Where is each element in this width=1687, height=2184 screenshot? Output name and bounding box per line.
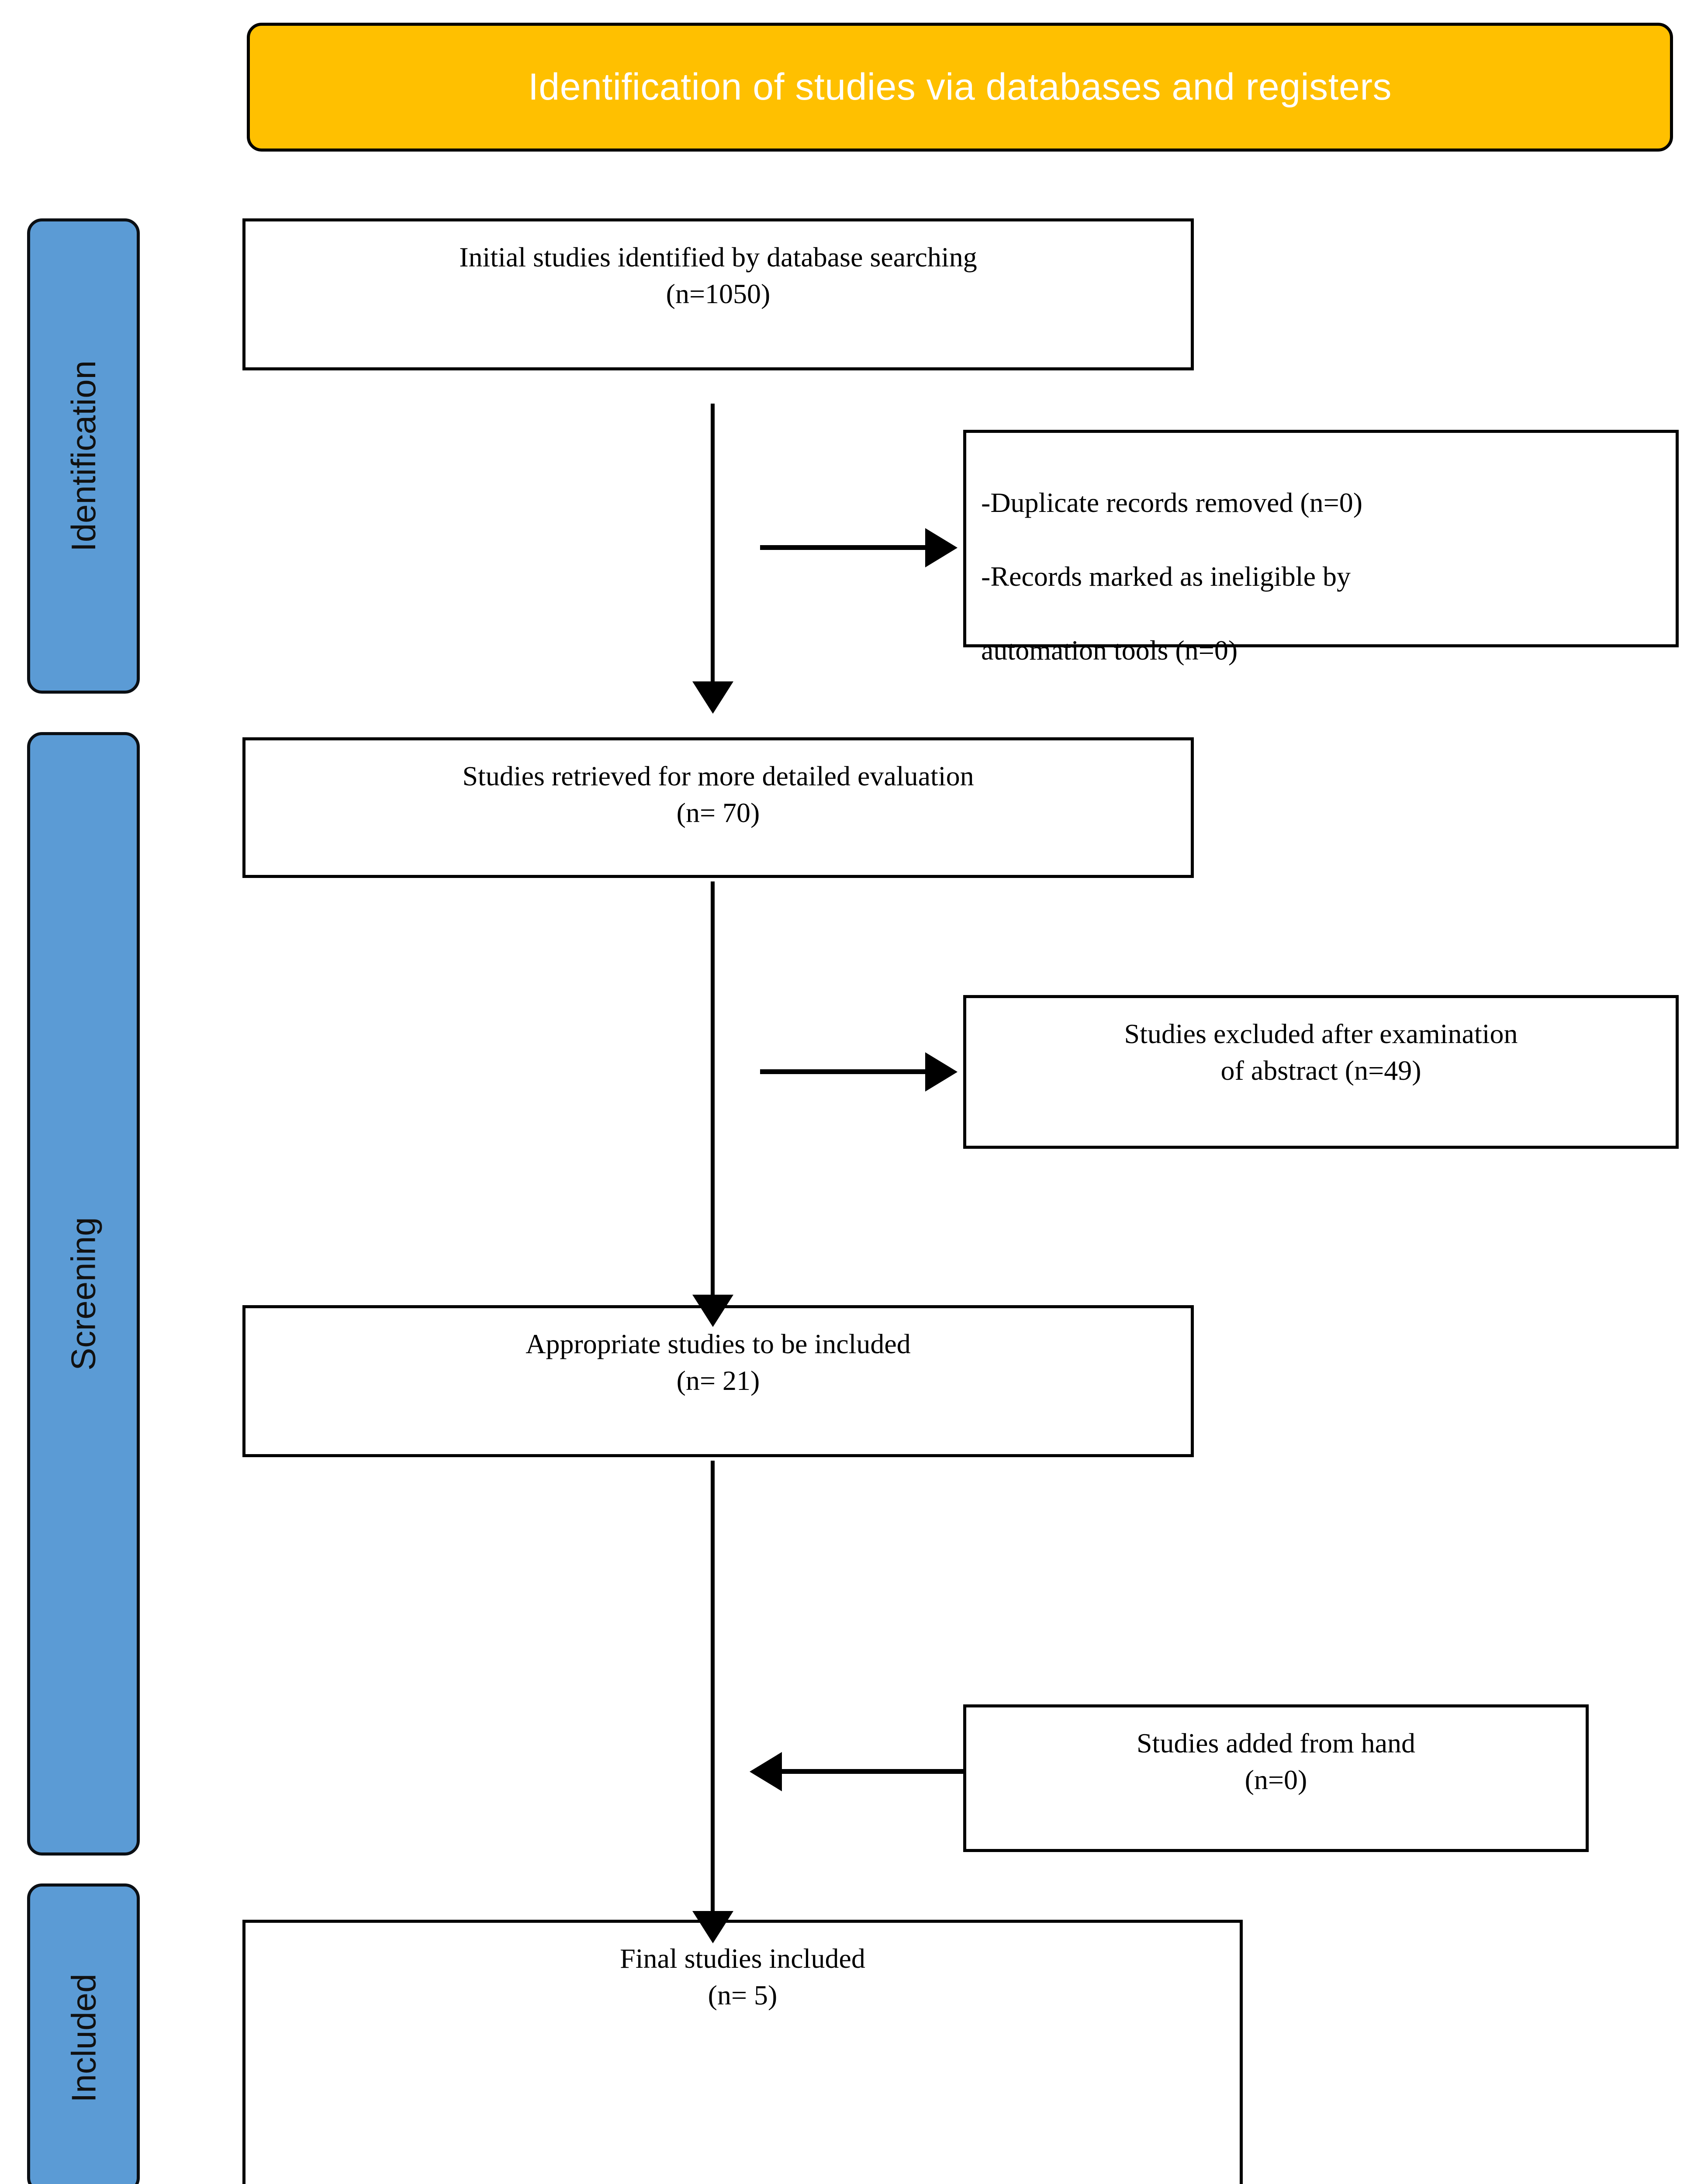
banner-title: Identification of studies via databases … <box>528 66 1392 108</box>
arrow-identified-to-retrieved-line <box>711 404 715 683</box>
arrow-to-excluded-line <box>760 1069 926 1074</box>
node-studies-excluded-text: Studies excluded after examination of ab… <box>1124 1018 1518 1086</box>
node-studies-retrieved-text: Studies retrieved for more detailed eval… <box>462 760 974 829</box>
duplicates-line-1: -Duplicate records removed (n=0) <box>981 487 1363 518</box>
node-studies-excluded: Studies excluded after examination of ab… <box>963 995 1679 1149</box>
arrow-appropriate-to-final-head-icon <box>692 1911 733 1943</box>
node-final-studies-included: Final studies included (n= 5) <box>242 1920 1243 2184</box>
stage-label-screening: Screening <box>27 732 140 1856</box>
node-initial-studies-identified: Initial studies identified by database s… <box>242 218 1194 370</box>
arrow-appropriate-to-final-line <box>711 1461 715 1913</box>
arrow-to-duplicates-head-icon <box>925 528 958 567</box>
node-duplicate-records-removed: -Duplicate records removed (n=0) -Record… <box>963 430 1679 666</box>
stage-screening-text: Screening <box>64 1217 103 1371</box>
node-appropriate-studies: Appropriate studies to be included (n= 2… <box>242 1305 1194 1457</box>
stage-label-included: Included <box>27 1883 140 2184</box>
arrow-retrieved-to-appropriate-head-icon <box>692 1295 733 1327</box>
duplicates-line-2: -Records marked as ineligible by <box>981 561 1351 592</box>
arrow-from-hand-head-icon <box>750 1752 782 1791</box>
stage-included-text: Included <box>64 1973 103 2103</box>
node-studies-added-from-hand-text: Studies added from hand (n=0) <box>1136 1728 1416 1796</box>
arrow-to-duplicates-line <box>760 545 926 550</box>
diagram-header-banner: Identification of studies via databases … <box>247 23 1673 152</box>
node-studies-added-from-hand: Studies added from hand (n=0) <box>963 1704 1589 1852</box>
arrow-from-hand-line <box>782 1769 963 1774</box>
node-final-studies-included-text: Final studies included (n= 5) <box>620 1943 865 2011</box>
stage-label-identification: Identification <box>27 218 140 694</box>
node-studies-retrieved: Studies retrieved for more detailed eval… <box>242 737 1194 878</box>
stage-identification-text: Identification <box>64 360 103 552</box>
node-initial-studies-identified-text: Initial studies identified by database s… <box>459 242 977 310</box>
arrow-to-excluded-head-icon <box>925 1052 958 1092</box>
arrow-identified-to-retrieved-head-icon <box>692 681 733 714</box>
node-appropriate-studies-text: Appropriate studies to be included (n= 2… <box>525 1328 911 1396</box>
duplicates-line-3: automation tools (n=0) <box>981 635 1238 666</box>
node-duplicate-records-removed-text: -Duplicate records removed (n=0) -Record… <box>966 433 1676 706</box>
arrow-retrieved-to-appropriate-line <box>711 881 715 1296</box>
